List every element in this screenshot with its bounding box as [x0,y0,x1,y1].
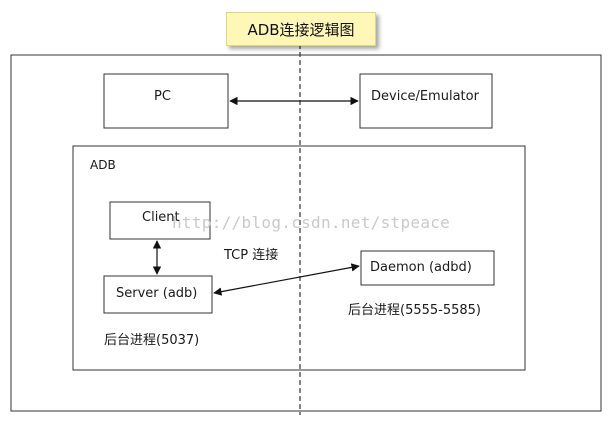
daemon-label: Daemon (adbd) [370,260,472,275]
client-box [109,201,211,240]
server-port-annotation: 后台进程(5037) [104,333,200,348]
tcp-connection-label: TCP 连接 [224,248,279,263]
outer-frame [10,54,602,412]
adb-group-label: ADB [90,158,116,172]
client-label: Client [142,210,180,225]
device-box [359,73,493,129]
daemon-port-annotation: 后台进程(5555-5585) [348,303,482,318]
adb-group-box [72,145,526,371]
watermark-text: http://blog.csdn.net/stpeace [172,213,451,232]
server-box [103,275,213,314]
diagram-title: ADB连接逻辑图 [226,12,376,46]
device-label: Device/Emulator [371,89,479,104]
pc-box [103,73,229,129]
pc-label: PC [154,89,171,104]
server-daemon-connector [213,263,360,296]
server-label: Server (adb) [116,286,198,301]
daemon-box [360,250,495,286]
